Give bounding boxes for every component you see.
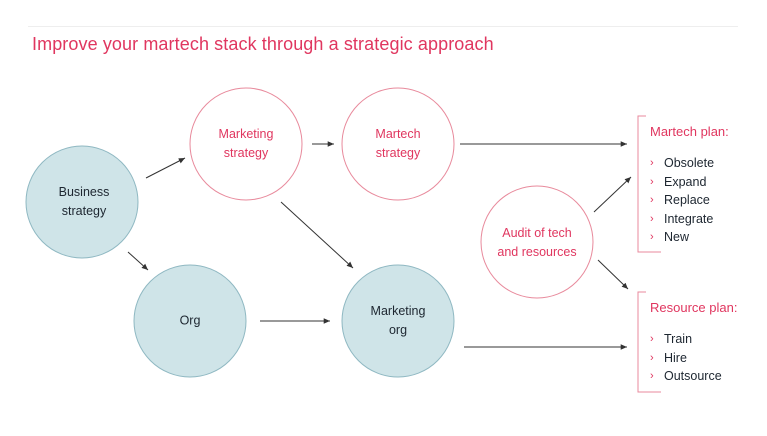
list-item: ›Integrate	[648, 210, 714, 229]
list-item: ›Obsolete	[648, 154, 714, 173]
org-label: Org	[179, 313, 201, 328]
chevron-right-icon: ›	[650, 175, 654, 188]
org-circle	[133, 264, 247, 378]
chevron-right-icon: ›	[650, 194, 654, 206]
audit-circle	[480, 185, 594, 299]
audit-label: Audit of tech and resources	[497, 226, 577, 259]
martech-plan-bracket	[637, 115, 661, 253]
arrow-business-to-marketing-strategy	[145, 157, 186, 179]
marketing-org-label: Marketing org	[370, 304, 426, 337]
top-divider	[28, 26, 738, 27]
chevron-right-icon: ›	[650, 333, 654, 345]
arrow-audit-to-martech-plan	[593, 176, 632, 213]
resource-plan-list: ›Train ›Hire ›Outsource	[648, 330, 722, 386]
resource-plan-heading: Resource plan:	[650, 300, 738, 315]
list-item: ›Expand	[648, 173, 714, 192]
martech-plan-list: ›Obsolete ›Expand ›Replace ›Integrate ›N…	[648, 154, 714, 247]
list-item: ›New	[648, 228, 714, 247]
resource-plan-bracket	[637, 291, 661, 393]
chevron-right-icon: ›	[650, 212, 654, 225]
chevron-right-icon: ›	[650, 157, 654, 169]
marketing-strategy-circle	[189, 87, 303, 201]
martech-plan-heading: Martech plan:	[650, 124, 729, 139]
business-strategy-circle	[25, 145, 139, 259]
martech-strategy-circle	[341, 87, 455, 201]
chevron-right-icon: ›	[650, 370, 654, 382]
page-title: Improve your martech stack through a str…	[32, 34, 494, 54]
marketing-org-circle	[341, 264, 455, 378]
arrow-marketing-strategy-to-marketing-org	[280, 201, 354, 269]
arrow-audit-to-resource-plan	[597, 259, 629, 290]
chevron-right-icon: ›	[650, 231, 654, 243]
list-item: ›Outsource	[648, 367, 722, 386]
martech-strategy-label: Martech strategy	[375, 127, 421, 160]
business-strategy-label: Business strategy	[58, 185, 110, 218]
list-item: ›Replace	[648, 191, 714, 210]
list-item: ›Hire	[648, 349, 722, 368]
marketing-strategy-label: Marketing strategy	[218, 127, 274, 160]
list-item: ›Train	[648, 330, 722, 349]
chevron-right-icon: ›	[650, 351, 654, 364]
arrow-business-to-org	[127, 251, 149, 271]
